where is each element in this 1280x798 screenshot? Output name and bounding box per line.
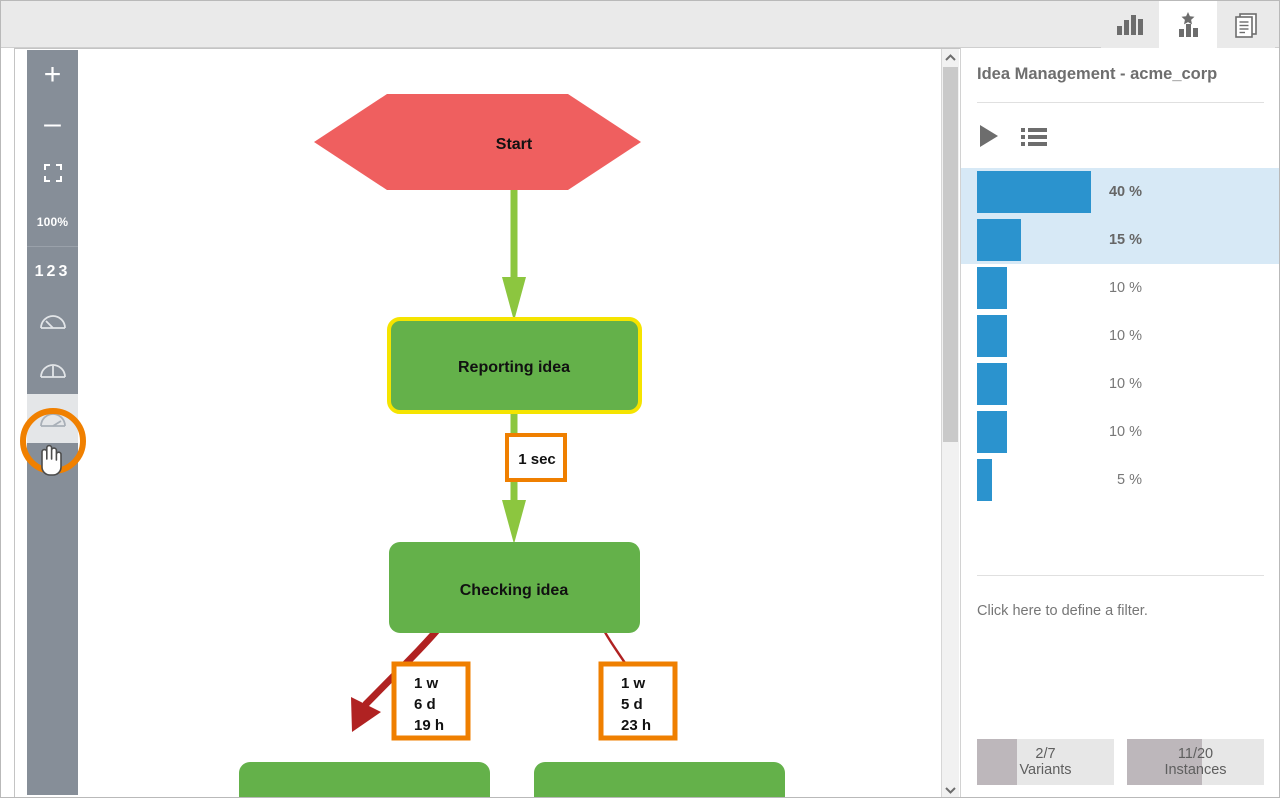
canvas-left-toolbar: + – 100% 123 bbox=[27, 50, 78, 795]
instances-stat-label: Instances bbox=[1164, 762, 1227, 778]
variant-row[interactable]: 15 % bbox=[961, 216, 1279, 264]
variant-percent: 15 % bbox=[1108, 232, 1142, 248]
scrollbar-up-arrow[interactable] bbox=[942, 49, 959, 66]
variant-row[interactable]: 10 % bbox=[961, 360, 1279, 408]
variants-stat-text: 2/7 Variants bbox=[977, 739, 1114, 785]
variant-list-button[interactable] bbox=[1021, 125, 1047, 147]
variants-stat[interactable]: 2/7 Variants bbox=[977, 739, 1114, 785]
gauge-up-button[interactable] bbox=[27, 345, 78, 394]
gauge-up-icon bbox=[39, 363, 66, 378]
variant-percent: 10 % bbox=[1108, 376, 1142, 392]
zoom-out-button[interactable]: – bbox=[27, 99, 78, 148]
scrollbar-down-arrow[interactable] bbox=[942, 781, 959, 797]
process-diagram: Start Reporting idea 1 sec Checking idea… bbox=[239, 94, 785, 798]
scrollbar-thumb[interactable] bbox=[943, 67, 958, 442]
diagram-node-sending-rejection-mail[interactable]: Sending rejection mail bbox=[534, 762, 785, 798]
frequency-numbers-button[interactable]: 123 bbox=[27, 247, 78, 296]
documents-icon-button[interactable] bbox=[1217, 1, 1275, 48]
instances-stat[interactable]: 11/20 Instances bbox=[1127, 739, 1264, 785]
variant-row[interactable]: 40 % bbox=[961, 168, 1279, 216]
node-label-start: Start bbox=[496, 136, 533, 153]
chevron-down-icon bbox=[945, 786, 956, 794]
play-button[interactable] bbox=[977, 123, 1001, 149]
top-toolbar bbox=[1, 1, 1279, 48]
panel-stats: 2/7 Variants 11/20 Instances bbox=[977, 739, 1264, 785]
variant-bar bbox=[977, 171, 1091, 213]
edge-label-text-2-line3: 19 h bbox=[414, 717, 444, 734]
right-side-panel: Idea Management - acme_corp bbox=[960, 48, 1279, 797]
variant-percent: 10 % bbox=[1108, 280, 1142, 296]
starred-bar-chart-icon bbox=[1179, 11, 1198, 37]
zoom-in-button[interactable]: + bbox=[27, 50, 78, 99]
edge-label-text-2-line2: 6 d bbox=[414, 696, 436, 713]
variant-percent: 10 % bbox=[1108, 328, 1142, 344]
instances-stat-value: 11/20 bbox=[1177, 745, 1214, 762]
toolbar-divider bbox=[27, 246, 78, 247]
edge-label-text-3-line3: 23 h bbox=[621, 717, 651, 734]
variants-stat-fill bbox=[977, 739, 1017, 785]
variant-percent: 5 % bbox=[1117, 472, 1142, 488]
variant-bar bbox=[977, 459, 992, 501]
node-label-checking-idea: Checking idea bbox=[460, 582, 569, 599]
numbers-icon: 123 bbox=[34, 262, 71, 280]
chevron-up-icon bbox=[945, 53, 956, 61]
zoom-level-label: 100% bbox=[36, 214, 69, 229]
zoom-level-button[interactable]: 100% bbox=[27, 197, 78, 246]
edge-label-left-duration[interactable]: 1 w 6 d 19 h bbox=[391, 661, 471, 741]
top-toolbar-icons bbox=[1101, 1, 1275, 48]
variant-row[interactable]: 5 % bbox=[961, 456, 1279, 504]
edge-label-text-1: 1 sec bbox=[518, 451, 556, 468]
edge-label-text-2-line1: 1 w bbox=[414, 675, 439, 692]
gauge-right-icon bbox=[39, 412, 66, 427]
gauge-right-button[interactable] bbox=[27, 394, 78, 443]
bar-chart-icon bbox=[1117, 14, 1143, 35]
panel-toolbar bbox=[977, 123, 1047, 149]
variant-bar bbox=[977, 363, 1007, 405]
variant-row[interactable]: 10 % bbox=[961, 408, 1279, 456]
edge-start-to-reporting bbox=[502, 169, 526, 321]
variants-stat-value: 2/7 bbox=[1035, 745, 1056, 762]
variant-row[interactable]: 10 % bbox=[961, 312, 1279, 360]
variant-percent: 10 % bbox=[1108, 424, 1142, 440]
documents-icon bbox=[1235, 12, 1257, 38]
fit-screen-icon bbox=[43, 163, 62, 182]
variant-bar bbox=[977, 267, 1007, 309]
variant-row[interactable]: 10 % bbox=[961, 264, 1279, 312]
canvas-vertical-scrollbar[interactable] bbox=[941, 49, 959, 797]
edge-label-text-3-line1: 1 w bbox=[621, 675, 646, 692]
gauge-left-icon bbox=[39, 314, 66, 329]
variant-bar-chart: 40 % 15 % 10 % 10 % 10 % 10 % bbox=[961, 168, 1279, 504]
diagram-node-sending-confirmation-mail[interactable]: Sending confirmation mail bbox=[239, 762, 490, 798]
gauge-left-button[interactable] bbox=[27, 296, 78, 345]
diagram-node-checking-idea[interactable]: Checking idea bbox=[389, 542, 640, 633]
panel-title: Idea Management - acme_corp bbox=[977, 65, 1218, 83]
diagram-node-reporting-idea[interactable]: Reporting idea bbox=[387, 317, 642, 414]
plus-icon: + bbox=[43, 57, 62, 91]
starred-bar-chart-icon-button[interactable] bbox=[1159, 1, 1217, 48]
diagram-node-start[interactable]: Start bbox=[314, 94, 641, 190]
instances-stat-text: 11/20 Instances bbox=[1127, 739, 1264, 785]
bar-chart-icon-button[interactable] bbox=[1101, 1, 1159, 48]
minus-icon: – bbox=[44, 106, 61, 140]
edge-label-right-duration[interactable]: 1 w 5 d 23 h bbox=[598, 661, 678, 741]
fit-to-screen-button[interactable] bbox=[27, 148, 78, 197]
variant-bar bbox=[977, 411, 1007, 453]
variant-percent: 40 % bbox=[1108, 184, 1142, 200]
panel-divider-bottom bbox=[977, 575, 1264, 576]
edge-label-text-3-line2: 5 d bbox=[621, 696, 643, 713]
filter-prompt[interactable]: Click here to define a filter. bbox=[977, 603, 1148, 619]
process-canvas[interactable]: Start Reporting idea 1 sec Checking idea… bbox=[14, 48, 960, 798]
node-label-reporting-idea: Reporting idea bbox=[458, 359, 570, 376]
variants-stat-label: Variants bbox=[1019, 762, 1072, 778]
list-icon bbox=[1021, 128, 1047, 146]
instances-stat-fill bbox=[1127, 739, 1202, 785]
variant-bar bbox=[977, 219, 1021, 261]
panel-divider-top bbox=[977, 102, 1264, 103]
variant-bar bbox=[977, 315, 1007, 357]
play-icon bbox=[980, 125, 998, 147]
edge-label-1-sec[interactable]: 1 sec bbox=[505, 433, 567, 482]
